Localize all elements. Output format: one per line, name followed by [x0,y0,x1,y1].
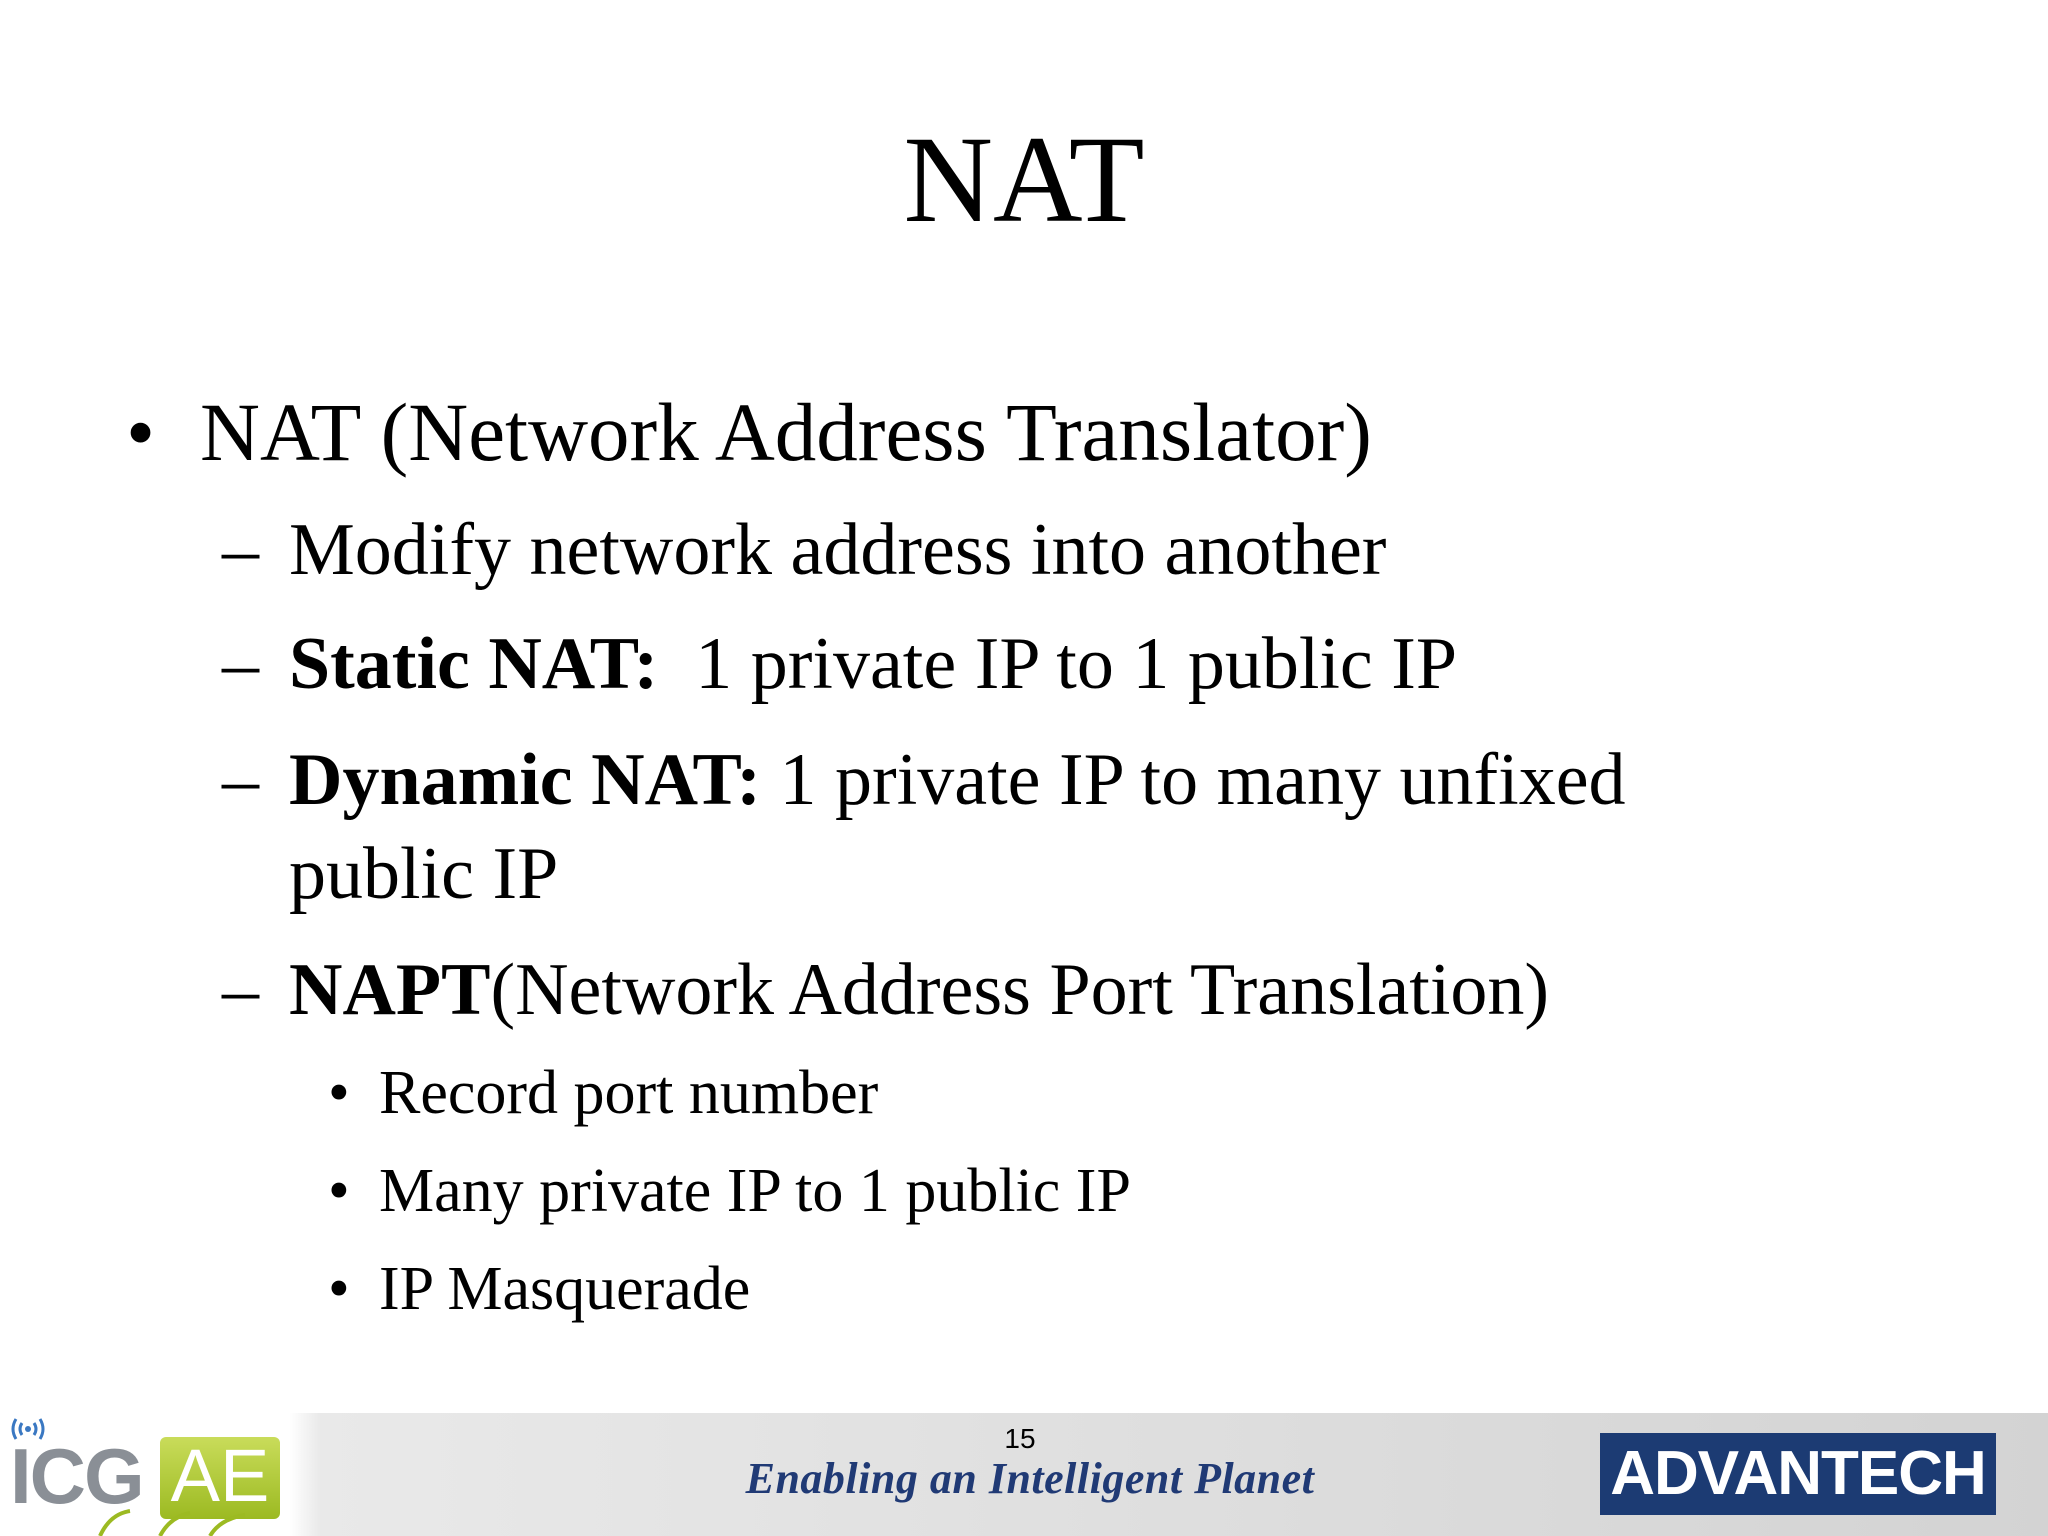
slide-content: • NAT (Network Address Translator) – Mod… [126,386,1626,1323]
sub-bullet-static-nat: Static NAT: 1 private IP to 1 public IP [289,622,1457,707]
wireless-signal-icon [11,1418,45,1440]
ae-logo-text: AE [170,1434,270,1517]
bullet-marker: • [126,386,156,478]
icg-logo-text: ICG [10,1432,145,1520]
ae-logo-box: AE [160,1437,280,1519]
sub-bullet-napt: NAPT(Network Address Port Translation) [289,948,1549,1033]
napt-item: IP Masquerade [379,1255,751,1323]
bullet-marker-small: • [328,1157,350,1225]
napt-item: Record port number [379,1059,879,1127]
sub-bullet-modify: Modify network address into another [289,509,1387,591]
page-number: 15 [1004,1423,1036,1454]
napt-text: (Network Address Port Translation) [490,949,1550,1031]
sprout-graphic-icon [98,1509,246,1536]
dash-marker: – [222,949,259,1031]
dynamic-nat-label: Dynamic NAT: [289,739,762,821]
napt-label: NAPT [289,949,491,1031]
dash-marker: – [222,739,259,821]
napt-item: Many private IP to 1 public IP [379,1157,1131,1225]
footer-tagline: Enabling an Intelligent Planet [745,1454,1315,1503]
slide-footer: ICG AE 15 Enabling an Intelligent Planet… [0,1413,2048,1536]
slide-title: NAT [903,111,1145,248]
dynamic-nat-text: 1 private IP to many unfixed [761,739,1626,821]
dash-marker: – [222,509,259,591]
advantech-logo-text: ADVANTECH [1610,1439,1987,1508]
static-nat-label: Static NAT: [289,623,659,705]
dash-marker: – [222,623,259,705]
bullet-nat: NAT (Network Address Translator) [200,386,1372,478]
dynamic-nat-continuation: public IP [289,833,559,915]
static-nat-text: 1 private IP to 1 public IP [658,623,1458,705]
bullet-marker-small: • [328,1059,350,1127]
bullet-marker-small: • [328,1255,350,1323]
sub-bullet-dynamic-nat: Dynamic NAT: 1 private IP to many unfixe… [289,738,1626,823]
icg-ae-logo: ICG AE [0,1413,290,1536]
advantech-logo: ADVANTECH [1600,1433,1996,1515]
